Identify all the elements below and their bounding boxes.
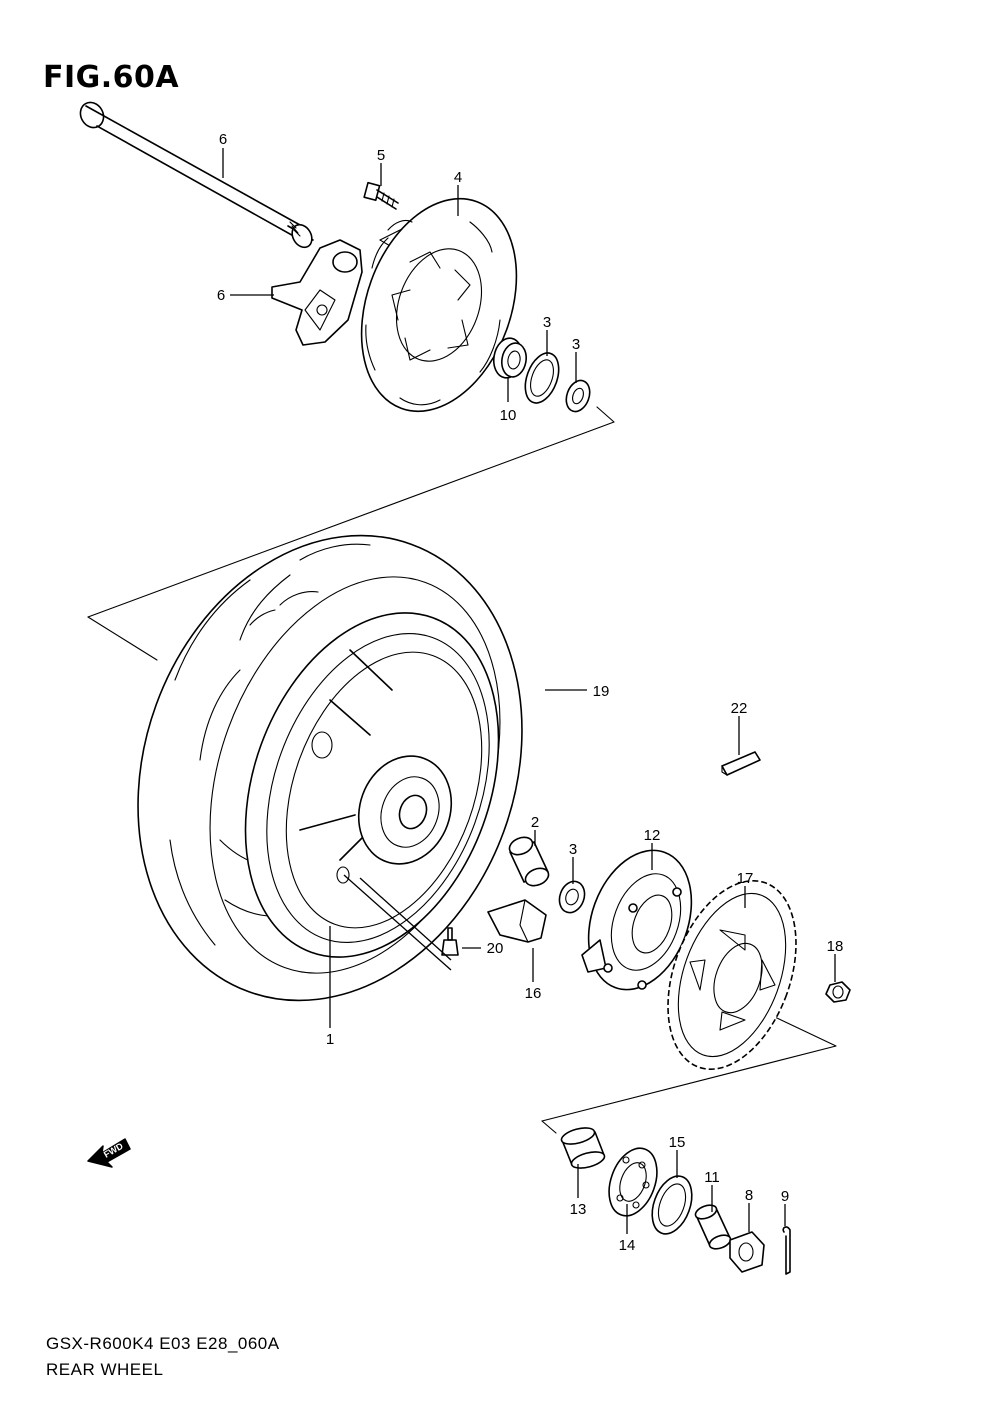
callout-10: 9 [781,1188,789,1205]
callout-13: 12 [644,827,661,844]
callout-7: 6 [217,287,225,304]
part-13-sprocket-drum [581,849,693,991]
part-12-spacer [694,1204,732,1250]
part-5-brake-disc [360,197,518,413]
part-6-bolt [363,181,399,210]
callout-15: 14 [619,1237,636,1254]
diagram-name: REAR WHEEL [46,1360,164,1379]
part-10-cotter-pin [782,1226,791,1275]
callout-8: 6 [219,131,227,148]
callout-numbers: 6 5 4 6 3 3 10 19 22 2 3 12 17 18 20 16 … [217,131,844,1254]
callout-3-lower: 3 [569,841,577,858]
callout-19: 18 [827,938,844,955]
callout-12: 11 [704,1169,720,1186]
fwd-arrow-icon: FWD [87,1138,131,1168]
part-19-nut [825,981,851,1003]
diagram-model-code: GSX-R600K4 E03 E28_060A [46,1334,280,1353]
callout-5: 4 [454,169,462,186]
part-9-castle-nut [729,1231,765,1273]
part-8-axle [79,101,314,249]
part-4-seal [524,352,560,404]
callout-6: 5 [377,147,385,164]
callout-9: 8 [745,1187,753,1204]
callout-22: 22 [731,700,748,717]
part-21-valve [441,927,459,956]
callout-3-upper: 3 [572,336,580,353]
part-7-caliper-bracket [271,239,363,346]
callout-18: 17 [737,870,754,887]
part-1-wheel-rim [244,612,500,958]
part-18-sprocket [667,879,797,1071]
part-15-bearing [608,1147,658,1217]
part-3-bearing-upper [565,379,591,413]
part-17-damper [487,899,547,943]
figure-title: FIG.60A [43,60,180,95]
callout-20: 19 [593,683,610,700]
callout-1: 1 [326,1031,334,1048]
callout-leader-lines [222,148,836,1234]
part-3-bearing-lower [558,880,586,914]
part-16-seal [651,1175,693,1235]
part-11-spacer [492,337,527,379]
callout-4: 3 [543,314,551,331]
callout-17: 16 [525,985,542,1002]
part-2-spacer [508,836,550,887]
part-22-balance-weight [721,751,761,776]
callout-14: 13 [570,1201,587,1218]
part-14-bushing [560,1127,606,1169]
callout-2: 2 [531,814,539,831]
callout-11: 10 [500,407,517,424]
callout-21: 20 [487,940,504,957]
callout-16: 15 [669,1134,686,1151]
